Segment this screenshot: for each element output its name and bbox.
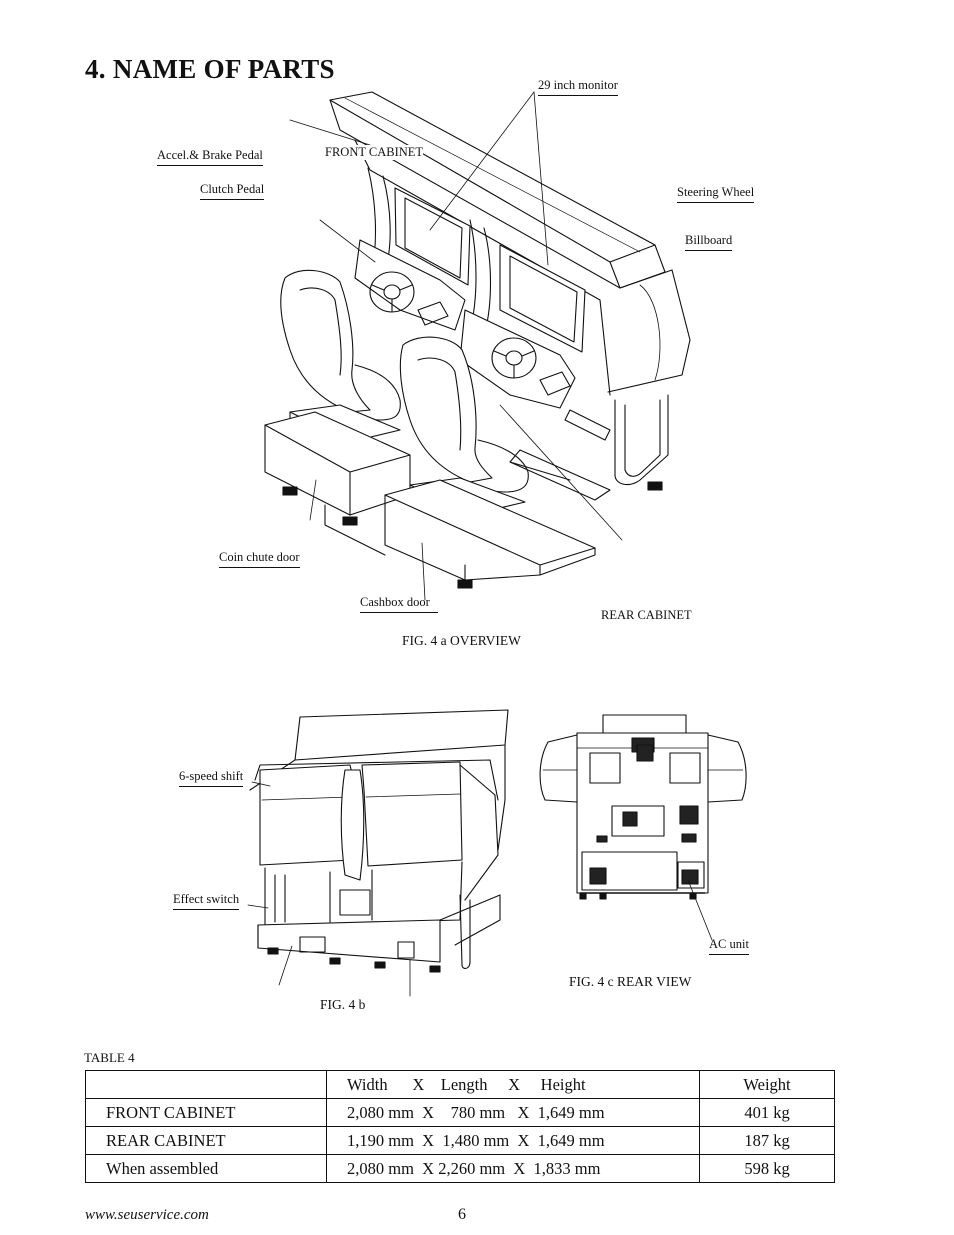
table-cell: When assembled (85, 1154, 327, 1183)
table-caption: TABLE 4 (84, 1050, 135, 1065)
table-row: When assembled 2,080 mm X 2,260 mm X 1,8… (85, 1154, 835, 1183)
label-ac-unit: AC unit (709, 937, 749, 955)
rear-view-illustration (0, 0, 954, 990)
page-number: 6 (458, 1206, 466, 1223)
label-monitor: 29 inch monitor (538, 78, 618, 96)
fig-b-illustration (0, 0, 954, 1010)
label-cashbox: Cashbox door (360, 595, 438, 613)
table-header-cell (85, 1070, 327, 1099)
table-cell: 598 kg (699, 1154, 835, 1183)
fig-a-caption: FIG. 4 a OVERVIEW (402, 633, 521, 648)
label-coin-chute: Coin chute door (219, 550, 300, 568)
label-billboard: Billboard (685, 233, 733, 251)
overview-illustration (0, 0, 954, 660)
table-header-row: Width X Length X Height Weight (85, 1070, 835, 1099)
table-cell: 2,080 mm X 2,260 mm X 1,833 mm (326, 1154, 700, 1183)
table-cell: 2,080 mm X 780 mm X 1,649 mm (326, 1098, 700, 1127)
footer-url: www.seuservice.com (85, 1207, 209, 1223)
label-effect-switch: Effect switch (173, 892, 240, 910)
page-title: 4. NAME OF PARTS (85, 54, 335, 84)
table-cell: 401 kg (699, 1098, 835, 1127)
label-rear-cabinet: REAR CABINET (601, 608, 692, 622)
label-accel-brake: Accel.& Brake Pedal (157, 148, 263, 166)
table-cell: FRONT CABINET (85, 1098, 327, 1127)
table-cell: REAR CABINET (85, 1126, 327, 1155)
table-row: FRONT CABINET 2,080 mm X 780 mm X 1,649 … (85, 1098, 835, 1127)
table-cell: 1,190 mm X 1,480 mm X 1,649 mm (326, 1126, 700, 1155)
table-cell: 187 kg (699, 1126, 835, 1155)
label-steering: Steering Wheel (677, 185, 755, 203)
fig-c-caption: FIG. 4 c REAR VIEW (569, 974, 692, 989)
label-clutch: Clutch Pedal (200, 182, 265, 200)
table-header-cell: Width X Length X Height (326, 1070, 700, 1099)
label-shift: 6-speed shift (179, 769, 244, 787)
fig-b-caption: FIG. 4 b (320, 997, 366, 1012)
dimensions-table: Width X Length X Height Weight FRONT CAB… (85, 1070, 835, 1183)
table-row: REAR CABINET 1,190 mm X 1,480 mm X 1,649… (85, 1126, 835, 1155)
label-front-cabinet: FRONT CABINET (325, 145, 424, 160)
table-header-cell: Weight (699, 1070, 835, 1099)
